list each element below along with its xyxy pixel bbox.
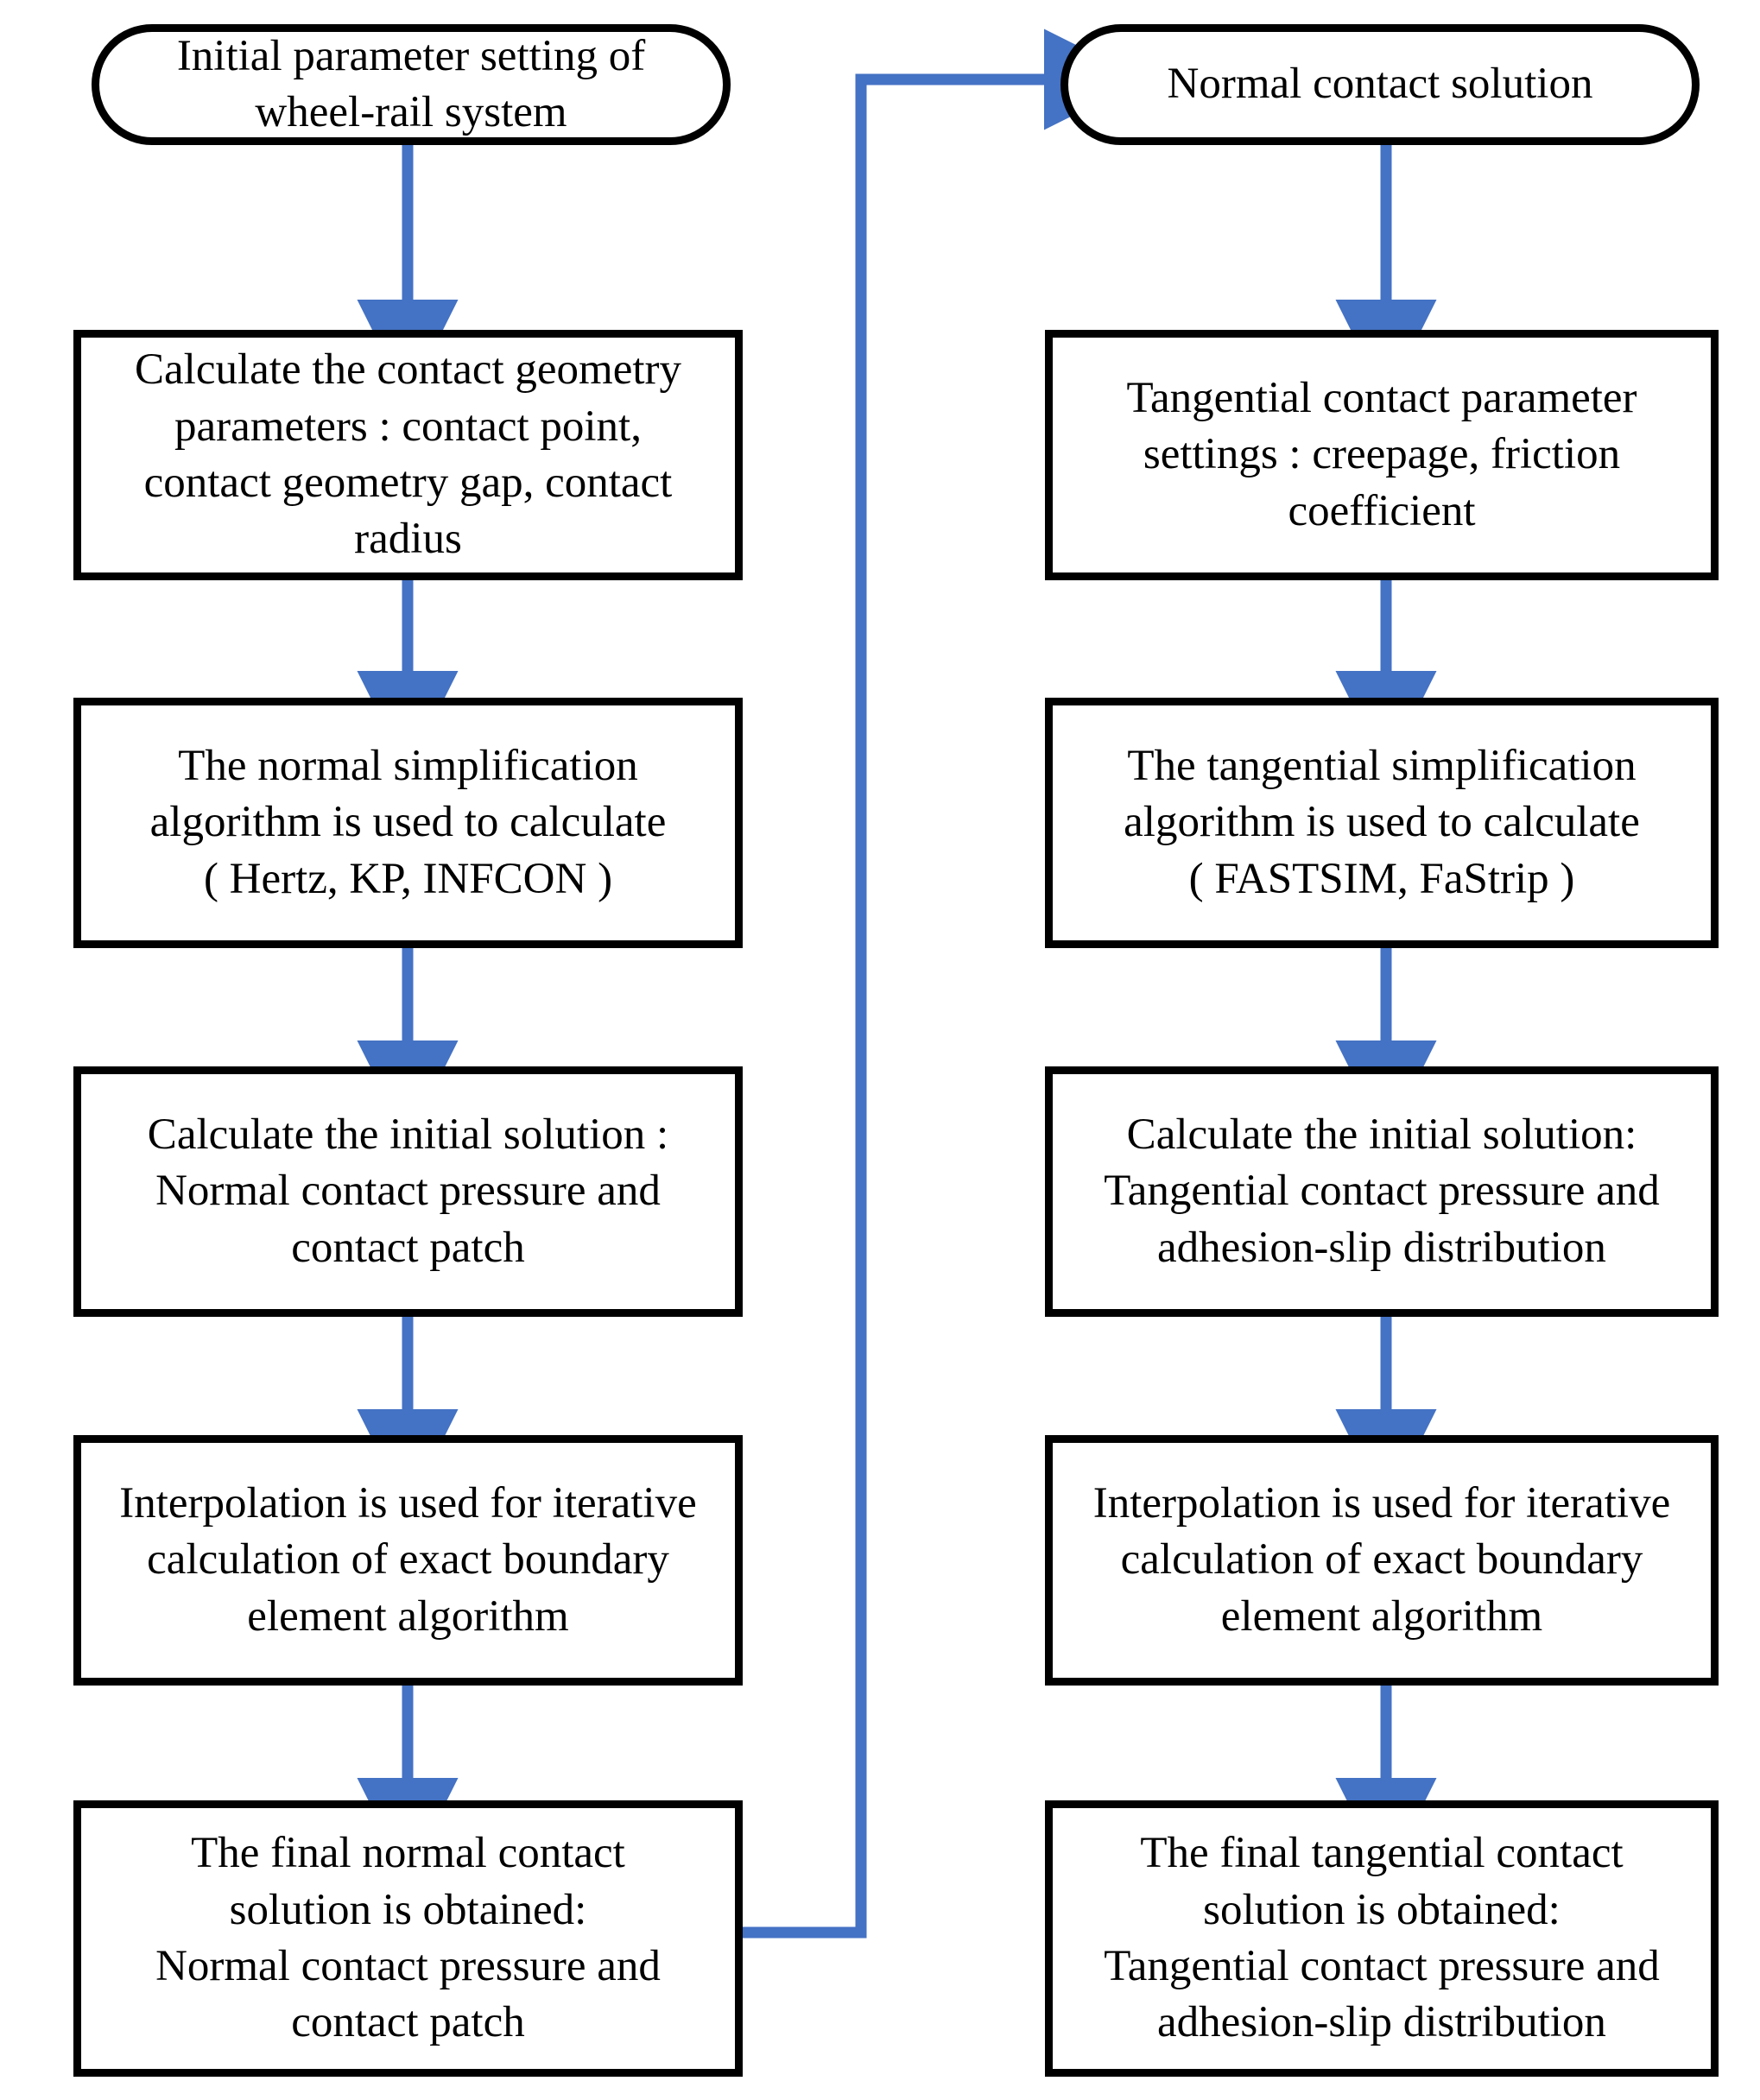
node-right-step-1[interactable]: Tangential contact parameter settings : … — [1045, 330, 1719, 580]
node-left-step-5[interactable]: The final normal contact solution is obt… — [73, 1800, 743, 2077]
node-right-start-label: Normal contact solution — [1167, 60, 1593, 109]
node-left-step-4[interactable]: Interpolation is used for iterative calc… — [73, 1435, 743, 1686]
node-left-step-2[interactable]: The normal simplification algorithm is u… — [73, 698, 743, 948]
node-left-step-5-label: The final normal contact solution is obt… — [155, 1829, 661, 2047]
node-right-step-1-label: Tangential contact parameter settings : … — [1126, 374, 1637, 535]
node-right-step-4[interactable]: Interpolation is used for iterative calc… — [1045, 1435, 1719, 1686]
node-left-step-1-label: Calculate the contact geometry parameter… — [135, 345, 681, 564]
node-left-step-3[interactable]: Calculate the initial solution : Normal … — [73, 1066, 743, 1317]
node-right-step-3[interactable]: Calculate the initial solution: Tangenti… — [1045, 1066, 1719, 1317]
node-left-step-2-label: The normal simplification algorithm is u… — [149, 742, 667, 903]
node-right-step-5[interactable]: The final tangential contact solution is… — [1045, 1800, 1719, 2077]
node-right-step-5-label: The final tangential contact solution is… — [1104, 1829, 1660, 2047]
node-left-start[interactable]: Initial parameter setting of wheel-rail … — [92, 24, 731, 145]
node-right-step-3-label: Calculate the initial solution: Tangenti… — [1104, 1110, 1660, 1272]
node-left-step-1[interactable]: Calculate the contact geometry parameter… — [73, 330, 743, 580]
node-right-start[interactable]: Normal contact solution — [1060, 24, 1700, 145]
node-right-step-4-label: Interpolation is used for iterative calc… — [1092, 1479, 1671, 1641]
node-left-step-3-label: Calculate the initial solution : Normal … — [147, 1110, 669, 1272]
arrow-feedback-loop — [738, 28, 1145, 1939]
node-right-step-2-label: The tangential simplification algorithm … — [1124, 742, 1640, 903]
node-right-step-2[interactable]: The tangential simplification algorithm … — [1045, 698, 1719, 948]
node-left-start-label: Initial parameter setting of wheel-rail … — [176, 31, 646, 136]
node-left-step-4-label: Interpolation is used for iterative calc… — [119, 1479, 697, 1641]
